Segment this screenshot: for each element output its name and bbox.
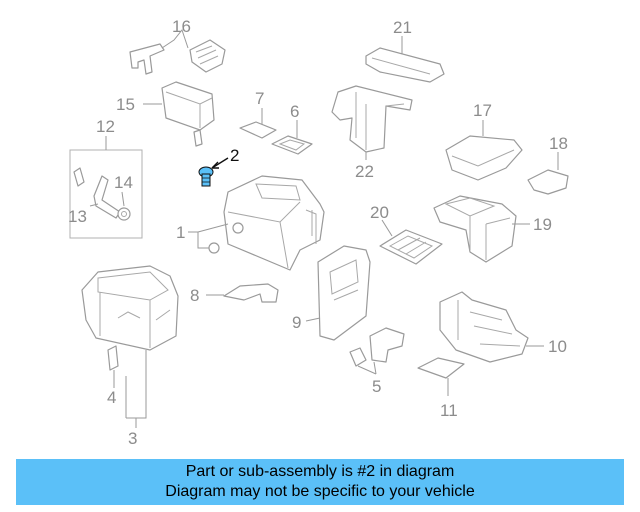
callout-8: 8 [190, 286, 199, 305]
callout-17: 17 [473, 101, 492, 120]
part-5-drawing [349, 327, 405, 375]
callout-1: 1 [176, 223, 185, 242]
callout-10: 10 [548, 337, 567, 356]
part-1-drawing [188, 175, 325, 271]
part-21-drawing [365, 36, 445, 83]
callout-20: 20 [370, 203, 389, 222]
callout-22: 22 [355, 162, 374, 181]
callout-16: 16 [172, 17, 191, 36]
part-7-drawing [239, 108, 277, 139]
callout-5: 5 [372, 377, 381, 396]
part-19-drawing [433, 195, 530, 263]
caption-line-2: Diagram may not be specific to your vehi… [165, 483, 475, 500]
callout-13: 13 [68, 207, 87, 226]
caption-line-1: Part or sub-assembly is #2 in diagram [185, 463, 455, 480]
part-4-drawing [107, 345, 119, 388]
callout-21: 21 [393, 18, 412, 37]
part-8-drawing [206, 283, 279, 303]
callout-3: 3 [128, 429, 137, 448]
callout-11: 11 [440, 401, 458, 420]
callout-2: 2 [230, 146, 239, 165]
part-11-drawing [417, 357, 465, 396]
part-20-drawing [379, 219, 443, 265]
callout-15: 15 [116, 95, 135, 114]
callout-4: 4 [107, 388, 116, 407]
part-15-drawing [143, 81, 215, 147]
callout-19: 19 [533, 215, 552, 234]
part-18-drawing [527, 152, 569, 195]
callout-9: 9 [292, 313, 301, 332]
callout-7: 7 [255, 89, 264, 108]
callout-14: 14 [114, 173, 133, 192]
part-16-drawing [129, 28, 226, 75]
part-9-drawing [305, 245, 371, 341]
part-17-drawing [445, 120, 523, 181]
part-6-drawing [271, 120, 313, 155]
caption-banner: Part or sub-assembly is #2 in diagram Di… [16, 459, 624, 505]
part-3-drawing [81, 265, 179, 428]
part-10-drawing [439, 291, 544, 363]
callout-12: 12 [96, 117, 115, 136]
part-12-group [69, 136, 143, 239]
callout-18: 18 [549, 134, 568, 153]
callout-6: 6 [290, 102, 299, 121]
part-22-drawing [331, 85, 413, 160]
part-2-drawing [198, 157, 229, 187]
